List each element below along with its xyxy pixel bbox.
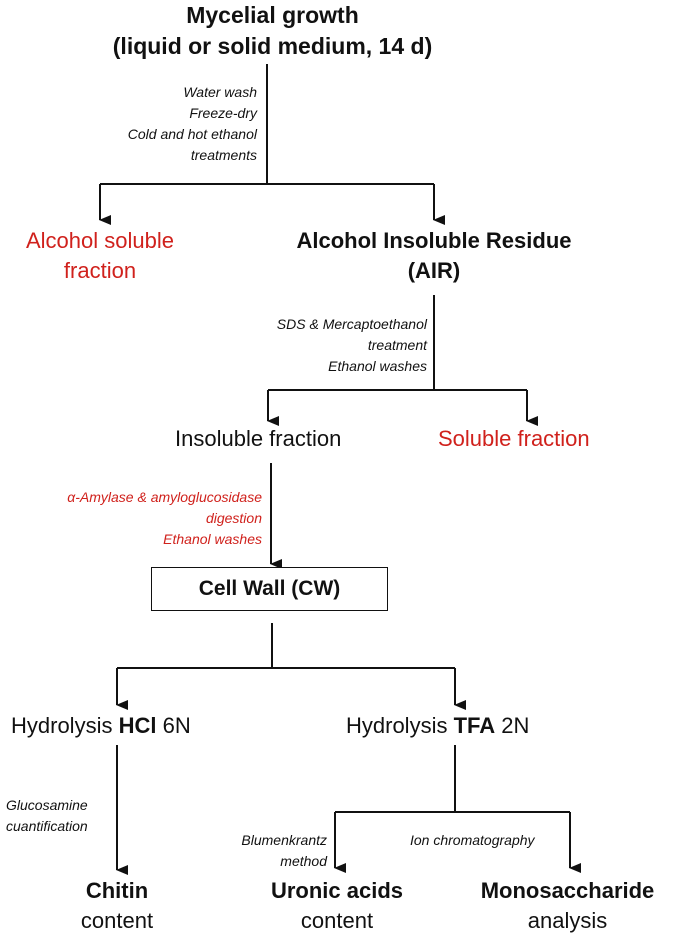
tfa-suffix: 2N: [495, 713, 530, 738]
step-enzyme-ethanol-washes: Ethanol washes: [163, 531, 262, 547]
step-glucosamine: Glucosamine: [6, 797, 88, 813]
mycelial-growth-line1: Mycelial growth: [186, 2, 359, 28]
insoluble-fraction: Insoluble fraction: [175, 426, 342, 451]
chitin-output: Chitin content: [47, 876, 187, 936]
cell-wall-box: Cell Wall (CW): [151, 567, 388, 611]
hcl-reagent: HCl: [118, 713, 157, 738]
hydrolysis-tfa-node: Hydrolysis TFA 2N: [346, 711, 529, 741]
mono-title: Monosaccharide: [480, 878, 655, 903]
step-treatment: treatment: [367, 337, 427, 353]
air-line1: Alcohol Insoluble Residue: [296, 228, 572, 253]
monosaccharide-output: Monosaccharide analysis: [460, 876, 675, 936]
step-method: method: [280, 853, 327, 869]
step-freeze-dry: Freeze-dry: [189, 105, 257, 121]
chitin-title: Chitin: [85, 878, 149, 903]
top-steps: Water wash Freeze-dry Cold and hot ethan…: [128, 82, 257, 166]
step-blumenkrantz: Blumenkrantz: [241, 832, 327, 848]
air-steps: SDS & Mercaptoethanol treatment Ethanol …: [277, 314, 427, 377]
hcl-prefix: Hydrolysis: [11, 713, 119, 738]
step-sds-mercaptoethanol: SDS & Mercaptoethanol: [276, 316, 427, 332]
step-treatments: treatments: [190, 147, 257, 163]
uronic-acids-output: Uronic acids content: [247, 876, 427, 936]
cell-wall-label: Cell Wall (CW): [198, 577, 341, 600]
step-ethanol-treatments: Cold and hot ethanol: [127, 126, 257, 142]
step-cuantification: cuantification: [6, 818, 88, 834]
step-water-wash: Water wash: [183, 84, 257, 100]
enzyme-steps: α-Amylase & amyloglucosidase digestion E…: [67, 487, 262, 550]
alcohol-soluble-fraction: Alcohol soluble fraction: [0, 226, 200, 286]
step-digestion: digestion: [205, 510, 262, 526]
glucosamine-steps: Glucosamine cuantification: [6, 795, 88, 837]
alcohol-soluble-line1: Alcohol soluble: [26, 228, 174, 253]
chitin-subtitle: content: [80, 908, 154, 933]
mycelial-growth-line2: (liquid or solid medium, 14 d): [112, 33, 433, 59]
air-node: Alcohol Insoluble Residue (AIR): [262, 226, 606, 286]
blumenkrantz-steps: Blumenkrantz method: [241, 830, 327, 872]
step-amylase: α-Amylase & amyloglucosidase: [67, 489, 262, 505]
soluble-fraction: Soluble fraction: [438, 426, 590, 451]
ion-chromatography-step: Ion chromatography: [410, 832, 535, 848]
uronic-title: Uronic acids: [270, 878, 404, 903]
hydrolysis-hcl-node: Hydrolysis HCl 6N: [11, 711, 191, 741]
step-ethanol-washes: Ethanol washes: [328, 358, 427, 374]
hcl-suffix: 6N: [156, 713, 191, 738]
alcohol-soluble-line2: fraction: [63, 258, 137, 283]
tfa-reagent: TFA: [453, 713, 496, 738]
air-line2: (AIR): [407, 258, 461, 283]
mycelial-growth-node: Mycelial growth (liquid or solid medium,…: [0, 0, 545, 62]
uronic-subtitle: content: [300, 908, 374, 933]
mono-subtitle: analysis: [527, 908, 608, 933]
tfa-prefix: Hydrolysis: [346, 713, 454, 738]
